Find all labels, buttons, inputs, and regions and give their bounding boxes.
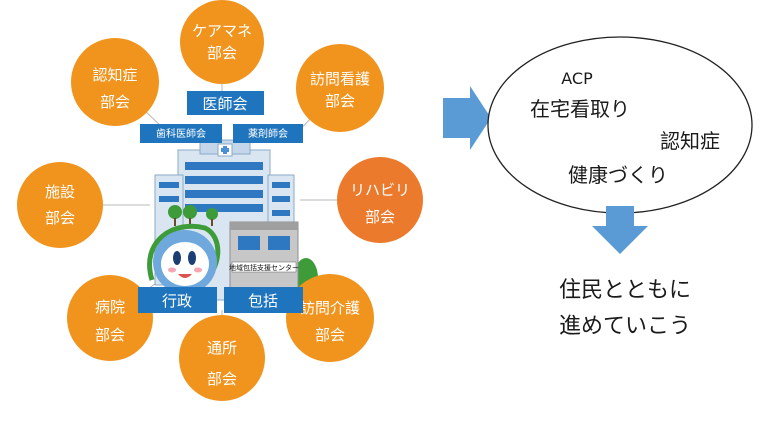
message-line2: 進めていこう: [559, 314, 691, 339]
label-pharmacy-association: 薬剤師会: [233, 124, 303, 143]
committee-care-manager-line2: 部会: [207, 44, 237, 62]
committee-circle-home-care: 訪問介護 部会: [286, 274, 374, 362]
committee-hospital-line1: 病院: [95, 298, 125, 316]
committee-facility-line2: 部会: [45, 209, 75, 227]
committee-hospital-line2: 部会: [95, 326, 125, 344]
themes-ellipse: ACP 在宅看取り 認知症 健康づくり: [487, 36, 753, 214]
committee-circle-facility: 施設 部会: [17, 162, 103, 248]
committee-dementia-line1: 認知症: [92, 66, 137, 84]
label-comprehensive-support: 包括: [224, 287, 303, 313]
committee-circle-dementia: 認知症 部会: [71, 38, 159, 126]
label-pharmacy-association-text: 薬剤師会: [248, 127, 288, 140]
label-medical-association: 医師会: [187, 91, 264, 115]
label-dental-association-text: 歯科医師会: [156, 127, 206, 140]
theme-health-promotion: 健康づくり: [568, 163, 668, 187]
committee-day-service-line1: 通所: [207, 339, 237, 357]
committee-home-care-line1: 訪問介護: [300, 299, 360, 317]
committee-home-care-line2: 部会: [315, 326, 345, 344]
support-center-sign: 地域包括支援センター: [229, 263, 299, 272]
message-line1: 住民とともに: [559, 278, 691, 303]
committee-circle-day-service: 通所 部会: [179, 315, 265, 401]
committee-facility-line1: 施設: [45, 183, 75, 201]
committee-circle-hospital: 病院 部会: [67, 275, 153, 361]
label-comprehensive-support-text: 包括: [248, 292, 278, 310]
committee-day-service-line2: 部会: [207, 370, 237, 388]
label-dental-association: 歯科医師会: [140, 124, 222, 143]
label-medical-association-text: 医師会: [202, 95, 247, 113]
theme-home-end-of-life: 在宅看取り: [530, 97, 630, 121]
support-center-building: 地域包括支援センター: [229, 221, 299, 293]
committee-circle-home-nursing: 訪問看護 部会: [296, 44, 384, 132]
committee-rehab-line1: リハビリ: [350, 181, 410, 199]
down-arrow-icon: [592, 206, 648, 254]
committee-home-nursing-line2: 部会: [325, 92, 355, 110]
committee-home-nursing-line1: 訪問看護: [310, 70, 370, 88]
right-arrow-icon: [443, 86, 491, 150]
committee-circle-care-manager: ケアマネ 部会: [180, 0, 264, 84]
label-administration: 行政: [138, 287, 217, 313]
theme-dementia: 認知症: [660, 129, 720, 153]
committee-circle-rehab: リハビリ 部会: [337, 157, 423, 243]
committee-dementia-line2: 部会: [100, 93, 130, 111]
committee-rehab-line2: 部会: [365, 208, 395, 226]
label-administration-text: 行政: [162, 292, 192, 310]
theme-acp: ACP: [561, 69, 593, 88]
mascot-character-icon: [147, 223, 221, 294]
committee-care-manager-line1: ケアマネ: [192, 22, 252, 40]
